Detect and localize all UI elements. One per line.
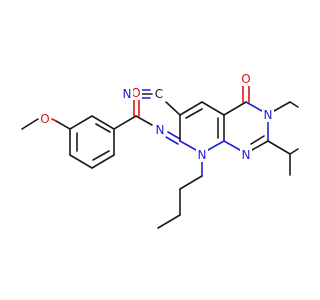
bond xyxy=(185,108,203,119)
bond xyxy=(69,154,93,169)
chemical-structure-diagram: O O N N C N N N O xyxy=(21,72,299,229)
bond xyxy=(289,148,299,155)
atom-label-fused-n: N xyxy=(264,108,273,122)
bond xyxy=(51,118,57,122)
bond xyxy=(165,101,181,116)
bond xyxy=(167,131,181,140)
bond xyxy=(135,115,153,126)
bond xyxy=(267,140,291,155)
atom-label-nitrile-c: C xyxy=(155,87,163,101)
bond xyxy=(223,140,241,151)
bond xyxy=(201,101,225,116)
bond xyxy=(251,140,269,151)
bond xyxy=(157,214,181,229)
atom-label-carbonyl-o: O xyxy=(241,72,250,86)
bond xyxy=(91,154,115,169)
bond xyxy=(95,123,111,133)
bond xyxy=(92,150,110,161)
atom-label-layer: O O N N C N N N O xyxy=(39,72,274,162)
atom-label-methoxy-o: O xyxy=(40,112,49,126)
bond-layer xyxy=(21,85,299,229)
bond xyxy=(21,118,39,130)
bond xyxy=(223,101,247,116)
bond xyxy=(55,120,71,130)
atom-label-pyrimidine-n: N xyxy=(242,148,251,162)
bond xyxy=(69,115,93,130)
bond xyxy=(165,136,179,145)
atom-label-nitrile-n: N xyxy=(123,87,132,101)
bond xyxy=(179,140,197,151)
bond xyxy=(250,135,265,145)
bond xyxy=(207,140,225,151)
bond xyxy=(273,101,291,112)
bond xyxy=(245,101,263,112)
bond xyxy=(289,101,299,108)
bond xyxy=(91,115,115,130)
atom-label-amide-o: O xyxy=(131,86,140,100)
bond xyxy=(179,175,203,190)
bond xyxy=(179,101,203,116)
atom-label-ring-n1: N xyxy=(198,148,207,162)
atom-label-imine-n: N xyxy=(156,123,165,137)
bond xyxy=(113,115,137,130)
